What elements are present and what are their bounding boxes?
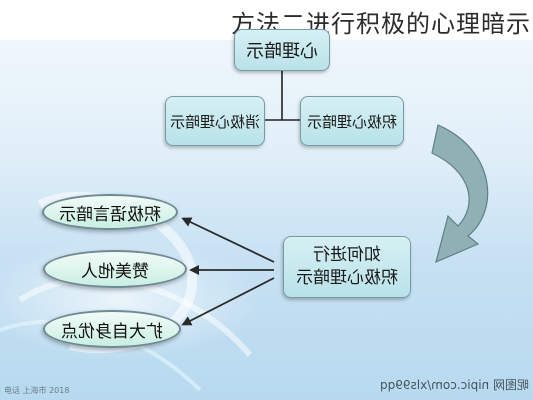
node-top-label: 心理暗示 [246,41,318,62]
node-center-line-2: 积极心理暗示 [296,268,398,288]
option-expand-strengths: 扩大自身优点 [43,310,181,348]
option-arrows [181,217,275,326]
option-praise-others: 赞美他人 [43,250,187,288]
node-how-to-suggest: 如何进行 积极心理暗示 [283,236,411,298]
curved-arrow [431,124,489,264]
option-positive-language: 积极语言暗示 [42,194,178,230]
node-positive-suggestion: 积极心理暗示 [300,96,404,146]
tree-connectors [265,68,300,121]
node-left-label: 消极心理暗示 [170,112,261,131]
watermark: 昵图网 nipic.com/xls99qq [380,378,529,392]
option-label: 积极语言暗示 [59,204,161,225]
node-center-line-1: 如何进行 [313,245,381,266]
node-psychological-suggestion: 心理暗示 [234,29,330,71]
option-label: 赞美他人 [81,261,149,282]
node-right-label: 积极心理暗示 [307,112,398,131]
option-label: 扩大自身优点 [61,321,163,342]
footer-text: 电话 上海市 2018 [4,386,70,395]
node-negative-suggestion: 消极心理暗示 [165,96,265,146]
